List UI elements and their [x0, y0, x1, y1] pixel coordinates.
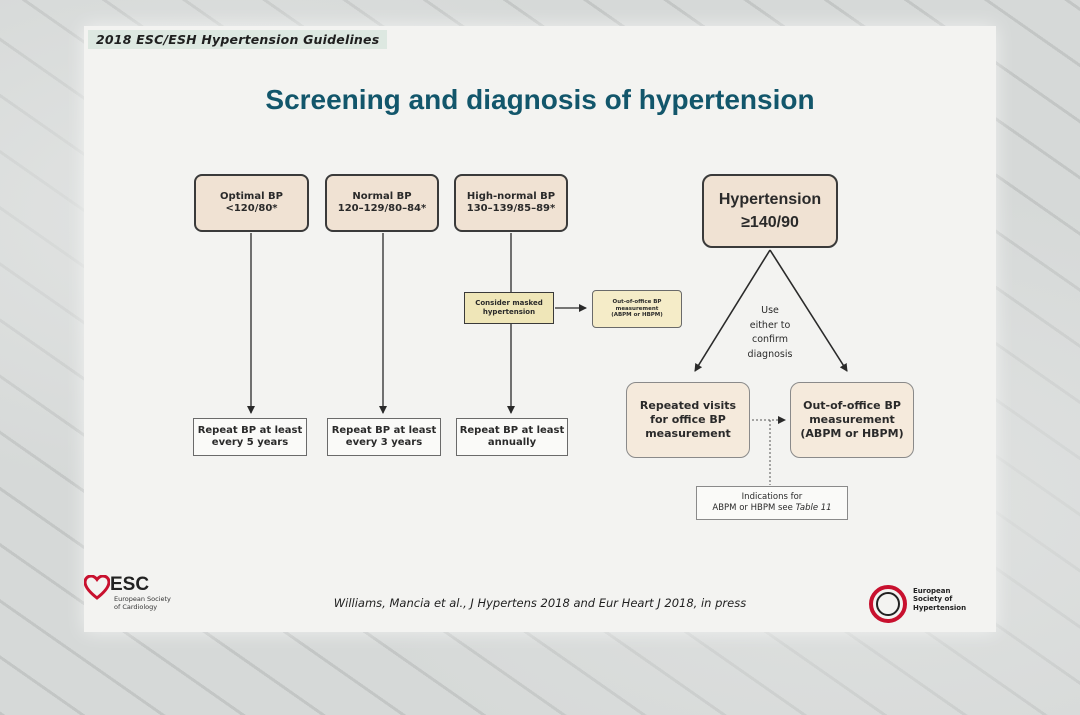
esc-logo-text: ESC	[110, 574, 150, 595]
out-of-office-line3: (ABPM or HBPM)	[800, 426, 904, 440]
out-of-office-box: Out-of-office BP measurement (ABPM or HB…	[790, 382, 914, 458]
slide-title: Screening and diagnosis of hypertension	[265, 84, 815, 115]
ooo-small-line3: (ABPM or HBPM)	[611, 312, 663, 319]
normal-bp-box: Normal BP 120–129/80–84*	[325, 174, 439, 232]
flowchart-connectors	[247, 233, 848, 485]
ooo-small-line1: Out-of-office BP	[612, 298, 662, 305]
repeat-annually-line1: Repeat BP at least	[459, 424, 565, 436]
hypertension-threshold: ≥140/90	[741, 213, 799, 231]
masked-line1: Consider masked	[475, 299, 543, 308]
use-line1: Use	[761, 305, 779, 316]
ooo-small-line2: measurement	[615, 305, 659, 312]
esc-logo-subtitle: European Society of Cardiology	[114, 595, 194, 612]
hypertension-label: Hypertension	[718, 190, 822, 208]
indications-table-11-box: Indications for ABPM or HBPM see Table 1…	[696, 486, 848, 520]
out-of-office-small-box: Out-of-office BP measurement (ABPM or HB…	[592, 290, 682, 328]
repeated-visits-box: Repeated visits for office BP measuremen…	[626, 382, 750, 458]
repeated-visits-line2: for office BP	[650, 413, 726, 427]
guidelines-header-label: 2018 ESC/ESH Hypertension Guidelines	[88, 30, 388, 49]
slide: 2018 ESC/ESH Hypertension Guidelines Scr…	[84, 26, 996, 632]
repeat-5-years-box: Repeat BP at least every 5 years	[193, 418, 307, 456]
esc-sub-line1: European Society	[114, 595, 171, 603]
use-either-to-confirm-text: Use either to confirm diagnosis	[734, 304, 806, 363]
esc-logo: ESC European Society of Cardiology	[84, 574, 194, 624]
consider-masked-hypertension-box: Consider masked hypertension	[464, 292, 554, 324]
normal-bp-label: Normal BP	[352, 190, 412, 202]
out-of-office-line1: Out-of-office BP	[803, 399, 901, 413]
high-normal-bp-range: 130–139/85–89*	[466, 203, 556, 214]
use-line2: either to	[749, 319, 791, 331]
repeat-3-years-line1: Repeat BP at least	[331, 424, 437, 436]
repeat-annually-box: Repeat BP at least annually	[456, 418, 568, 456]
use-line3: confirm	[751, 334, 789, 346]
esh-logo: European Society of Hypertension	[866, 584, 996, 630]
repeat-annually-line2: annually	[487, 437, 537, 448]
repeated-visits-line3: measurement	[645, 426, 731, 440]
indications-line2-text: ABPM or HBPM see	[712, 503, 793, 513]
high-normal-bp-label: High-normal BP	[466, 190, 556, 202]
table-11-reference: Table 11	[795, 503, 832, 513]
esc-heart-icon	[84, 575, 110, 600]
out-of-office-line2: measurement	[809, 413, 895, 427]
optimal-bp-label: Optimal BP	[220, 190, 283, 202]
optimal-bp-box: Optimal BP <120/80*	[194, 174, 309, 232]
esc-sub-line2: of Cardiology	[114, 602, 158, 611]
repeat-3-years-line2: every 3 years	[345, 437, 423, 448]
high-normal-bp-box: High-normal BP 130–139/85–89*	[454, 174, 568, 232]
esh-logo-text: European Society of Hypertension	[913, 587, 993, 612]
optimal-bp-range: <120/80*	[225, 203, 278, 214]
arrow-hypertension-to-out-of-office	[769, 249, 848, 372]
arrow-hypertension-to-repeated-visits	[694, 249, 771, 372]
repeat-3-years-box: Repeat BP at least every 3 years	[327, 418, 441, 456]
hypertension-box: Hypertension ≥140/90	[702, 174, 838, 248]
use-line4: diagnosis	[747, 349, 793, 361]
citation: Williams, Mancia et al., J Hypertens 201…	[333, 596, 747, 610]
repeat-5-years-line1: Repeat BP at least	[197, 424, 303, 436]
repeat-5-years-line2: every 5 years	[211, 437, 289, 448]
repeated-visits-line1: Repeated visits	[639, 399, 737, 413]
esh-line1: European	[913, 587, 951, 595]
normal-bp-range: 120–129/80–84*	[337, 203, 427, 214]
esh-emblem-icon	[869, 585, 907, 623]
indications-line2: ABPM or HBPM see Table 11	[712, 503, 831, 514]
indications-line1: Indications for	[741, 492, 803, 503]
esh-line2: Society of	[913, 595, 953, 604]
masked-line2: hypertension	[482, 308, 536, 316]
esh-line3: Hypertension	[913, 603, 967, 612]
